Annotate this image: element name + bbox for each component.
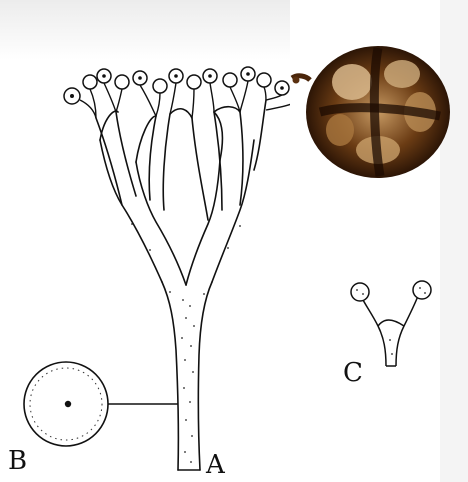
right-fork-outer [212, 140, 254, 282]
label-b: B [8, 448, 27, 474]
left-fork-outer [100, 140, 162, 282]
trunk-stipple [131, 223, 241, 463]
trunk-left-edge [162, 282, 178, 470]
right-fork-inner [186, 160, 220, 285]
sporangium-photo [290, 0, 450, 180]
branch-r3 [240, 112, 243, 205]
background-right-edge [440, 0, 468, 482]
loop-3 [170, 109, 192, 118]
branch-l3 [149, 116, 156, 200]
branch-l2 [116, 112, 136, 196]
branch-l4 [163, 114, 170, 210]
cross-section-b [24, 362, 178, 446]
loop-2 [136, 116, 156, 162]
sporangiophore-a [96, 100, 266, 470]
branch-r1 [192, 118, 208, 220]
label-a: A [206, 452, 225, 478]
branch-l1 [96, 118, 122, 205]
trunk-right-edge [198, 282, 212, 470]
label-c: C [343, 360, 363, 386]
loop-4 [214, 107, 240, 112]
left-fork-inner [136, 162, 186, 285]
branch-r4 [254, 100, 266, 170]
